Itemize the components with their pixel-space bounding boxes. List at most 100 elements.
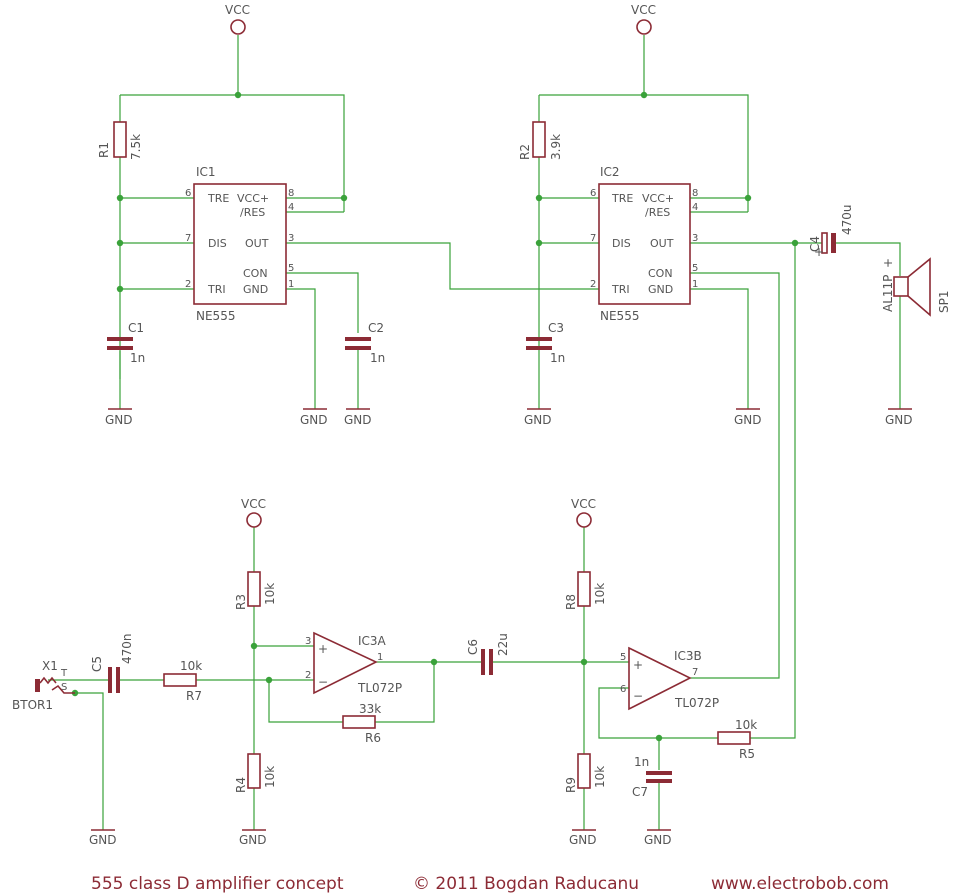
pin-label-out: OUT [650,237,674,250]
c2-name: C2 [368,321,384,335]
pin-number: 5 [620,652,626,663]
ic2-ne555: IC2 NE555 TRE DIS TRI VCC+ /RES OUT CON … [590,165,698,323]
gnd-label: GND [569,833,597,847]
pin-number: 6 [620,684,626,695]
wires-opamp [48,527,718,830]
gnd-r9: GND [569,829,597,847]
ic3b-minus-sign: − [633,689,643,703]
ic1-name: IC1 [196,165,216,179]
r6-name: R6 [365,731,381,745]
pin-label-out: OUT [245,237,269,250]
ic1-part: NE555 [196,309,235,323]
opamp-ic3a: + − IC3A TL072P 3 2 1 [305,631,402,695]
pin-label-tre: TRE [611,192,633,205]
capacitor-c2: C2 1n [345,321,385,365]
c1-value: 1n [130,351,145,365]
vcc-terminal-ic1: VCC [225,3,250,35]
gnd-c2: GND [344,408,372,427]
c7-name: C7 [632,785,648,799]
resistor-r6: 33k R6 [342,702,381,745]
gnd-c1: GND [105,408,133,427]
r9-value: 10k [593,766,607,788]
capacitor-c4-electrolytic: + C4 470u [808,204,854,259]
pin-number: 3 [288,233,294,244]
resistor-r1: R1 7.5k [97,121,143,160]
ic3a-part: TL072P [357,681,402,695]
r4-value: 10k [263,766,277,788]
gnd-label: GND [644,833,672,847]
r9-name: R9 [564,777,578,793]
sp1-value: AL11P [881,275,895,312]
r8-value: 10k [593,583,607,605]
pin-number: 6 [590,188,596,199]
ic3a-minus-sign: − [318,675,328,689]
ic3a-plus-sign: + [318,642,328,656]
gnd-r4: GND [239,829,267,847]
r8-name: R8 [564,594,578,610]
vcc-terminal-ic2: VCC [631,3,656,35]
resistor-r5: 10k R5 [717,718,757,761]
gnd-label: GND [300,413,328,427]
vcc-label: VCC [631,3,656,17]
pin-number: 7 [692,667,698,678]
gnd-label: GND [344,413,372,427]
pin-label-con: CON [243,267,268,280]
resistor-r7: 10k R7 [163,659,202,703]
gnd-speaker: GND [885,408,913,427]
capacitor-c5: C5 470n [90,633,134,693]
ic3a-name: IC3A [358,634,387,648]
pin-label-tre: TRE [207,192,229,205]
resistor-r9: R9 10k [564,753,607,793]
c4-name: C4 [808,236,822,252]
capacitor-c7: 1n C7 [632,755,672,799]
r1-name: R1 [97,142,111,158]
sp1-plus-sign: + [881,258,895,268]
resistor-r8: R8 10k [564,571,607,610]
wires-ic1 [119,35,599,409]
c7-value: 1n [634,755,649,769]
r7-name: R7 [186,689,202,703]
ic3b-name: IC3B [674,649,702,663]
pin-label-dis: DIS [208,237,227,250]
pin-number: 6 [185,188,191,199]
pin-number: 3 [692,233,698,244]
gnd-label: GND [105,413,133,427]
r1-value: 7.5k [129,134,143,160]
wires-ic2 [538,35,901,739]
pin-label-gnd: GND [243,283,268,296]
vcc-label: VCC [241,497,266,511]
capacitor-c1: C1 1n [107,321,145,365]
x1-tip-label: T [60,668,68,679]
pin-number: 2 [305,670,311,681]
vcc-label: VCC [225,3,250,17]
capacitor-c3: C3 1n [526,321,565,365]
gnd-ic2: GND [734,408,762,427]
c4-value: 470u [840,204,854,235]
pin-label-res: /RES [240,206,265,219]
r2-name: R2 [518,144,532,160]
ic2-name: IC2 [600,165,620,179]
c3-value: 1n [550,351,565,365]
gnd-label: GND [89,833,117,847]
ic1-ne555: IC1 NE555 TRE DIS TRI VCC+ /RES OUT CON … [185,165,294,323]
pin-number: 8 [288,188,294,199]
vcc-symbols: VCC VCC VCC VCC [225,3,656,528]
pin-number: 8 [692,188,698,199]
footer-url[interactable]: www.electrobob.com [711,874,889,894]
pin-label-vcc: VCC+ [237,192,269,205]
pin-number: 3 [305,636,311,647]
r3-name: R3 [234,594,248,610]
r2-value: 3.9k [549,134,563,160]
pin-number: 2 [185,279,191,290]
pin-label-tri: TRI [611,283,630,296]
ic2-part: NE555 [600,309,639,323]
c6-name: C6 [466,639,480,655]
c5-name: C5 [90,656,104,672]
gnd-x1: GND [89,829,117,847]
footer: 555 class D amplifier concept © 2011 Bog… [91,874,889,894]
r7-value: 10k [180,659,202,673]
pin-number: 1 [288,279,294,290]
r5-name: R5 [739,747,755,761]
resistor-r2: R2 3.9k [518,121,563,160]
